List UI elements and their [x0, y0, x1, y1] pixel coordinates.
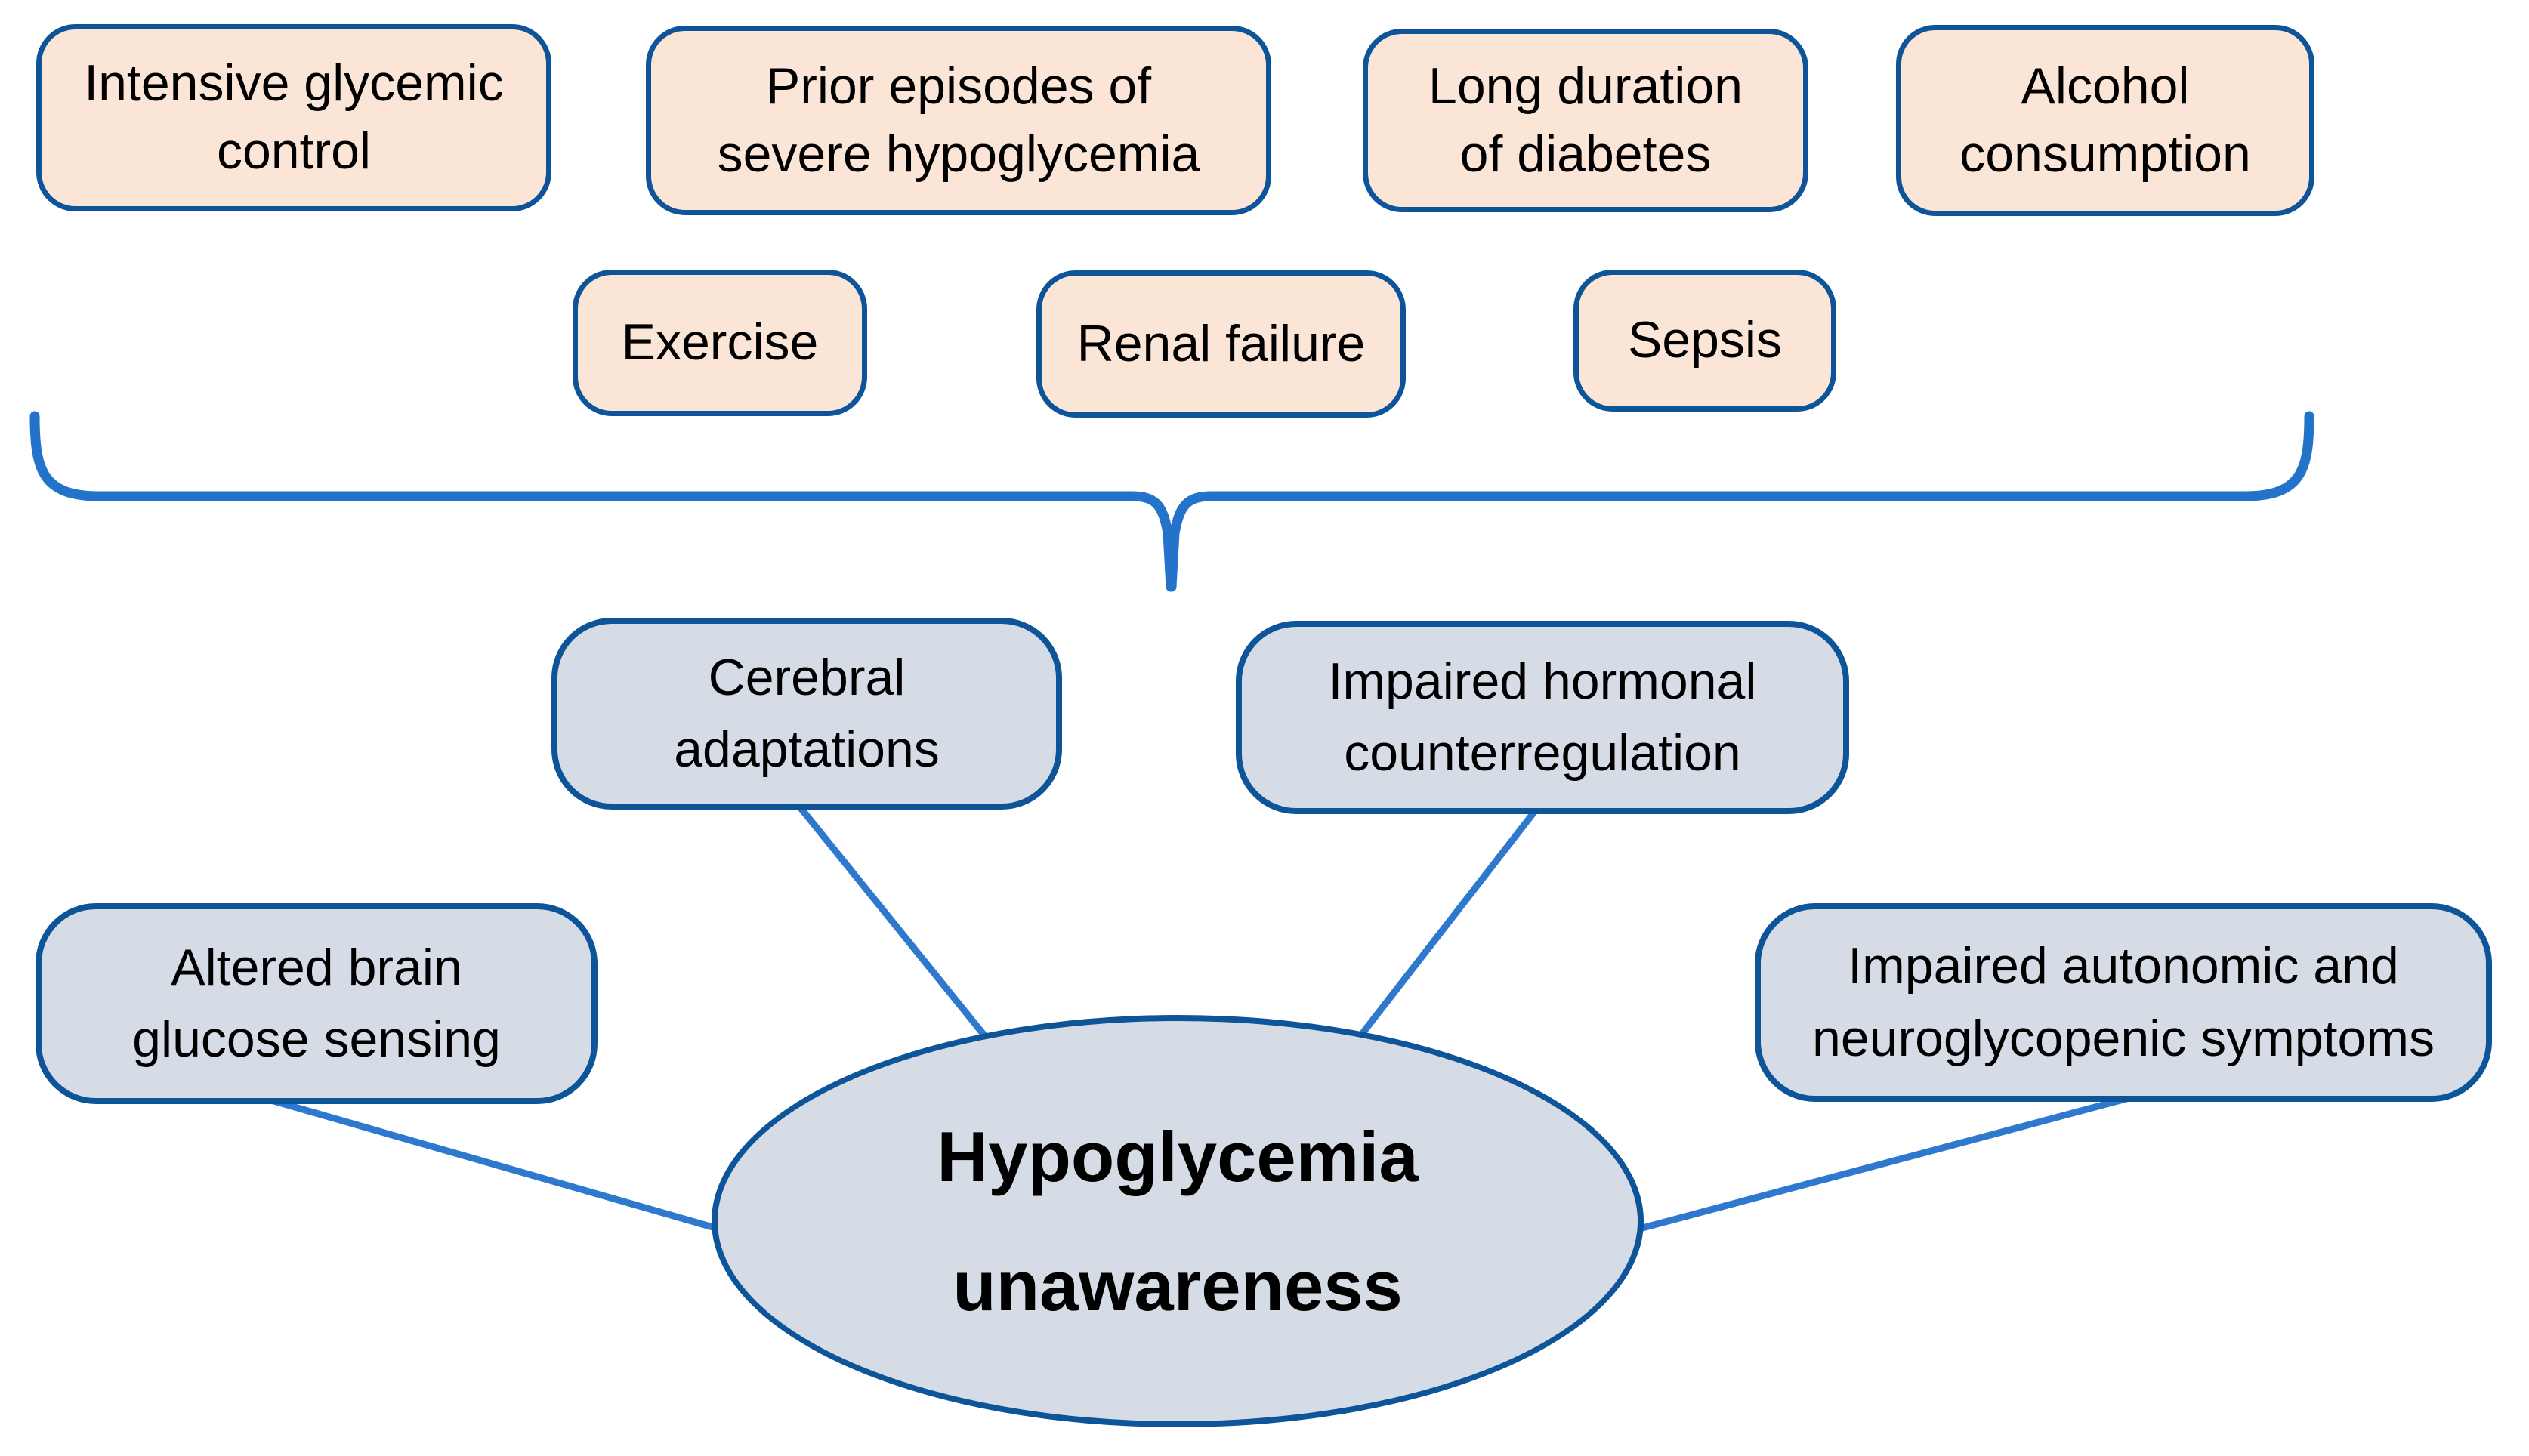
risk-factor-prior-episodes: Prior episodes of severe hypoglycemia: [646, 26, 1271, 215]
mechanism-cerebral-adaptations: Cerebral adaptations: [551, 618, 1062, 810]
node-label-line: Renal failure: [1076, 314, 1366, 372]
node-label-line: Prior episodes of: [765, 57, 1152, 115]
node-label-line: Impaired autonomic and: [1848, 937, 2399, 995]
mechanism-impaired-autonomic-neuroglycopenic: Impaired autonomic and neuroglycopenic s…: [1755, 903, 2492, 1102]
brace-right-half: [1166, 411, 2314, 592]
risk-factor-alcohol-consumption: Alcohol consumption: [1896, 25, 2314, 216]
node-label-line: counterregulation: [1344, 724, 1741, 782]
central-node-hypoglycemia-unawareness: Hypoglycemia unawareness: [712, 1015, 1644, 1427]
mechanism-impaired-hormonal-counterregulation: Impaired hormonal counterregulation: [1236, 621, 1849, 814]
risk-factor-renal-failure: Renal failure: [1036, 270, 1406, 418]
node-label-line: Sepsis: [1627, 311, 1783, 369]
node-label-line: Cerebral: [708, 648, 906, 706]
node-label-line: control: [216, 122, 372, 180]
risk-factor-sepsis: Sepsis: [1573, 270, 1836, 412]
connector-impaired-hormonal: [1351, 809, 1538, 1046]
node-label-line: neuroglycopenic symptoms: [1812, 1009, 2435, 1067]
node-label-line: Alcohol: [2021, 57, 2190, 115]
risk-factor-exercise: Exercise: [573, 270, 867, 416]
node-label-line: Intensive glycemic: [84, 54, 504, 113]
brace-left-half: [29, 411, 1176, 592]
node-label-line: severe hypoglycemia: [717, 125, 1200, 183]
risk-factor-intensive-glycemic-control: Intensive glycemic control: [36, 24, 551, 211]
node-label-line: Altered brain: [171, 938, 462, 996]
node-label-line: of diabetes: [1459, 125, 1712, 183]
mechanism-altered-brain-glucose-sensing: Altered brain glucose sensing: [36, 903, 598, 1104]
node-label-line: adaptations: [674, 720, 940, 778]
connector-impaired-autonomic: [1624, 1093, 2136, 1236]
connector-altered-brain: [264, 1095, 733, 1236]
node-label-line: consumption: [1959, 125, 2251, 183]
central-node-label-line: Hypoglycemia: [937, 1116, 1419, 1196]
central-node-label-line: unawareness: [953, 1246, 1403, 1325]
risk-factor-long-duration: Long duration of diabetes: [1363, 29, 1808, 212]
node-label-line: Long duration: [1428, 57, 1743, 115]
connector-cerebral-adaptations: [798, 806, 994, 1046]
node-label-line: glucose sensing: [132, 1010, 501, 1068]
node-label-line: Exercise: [621, 313, 819, 372]
node-label-line: Impaired hormonal: [1328, 652, 1757, 710]
